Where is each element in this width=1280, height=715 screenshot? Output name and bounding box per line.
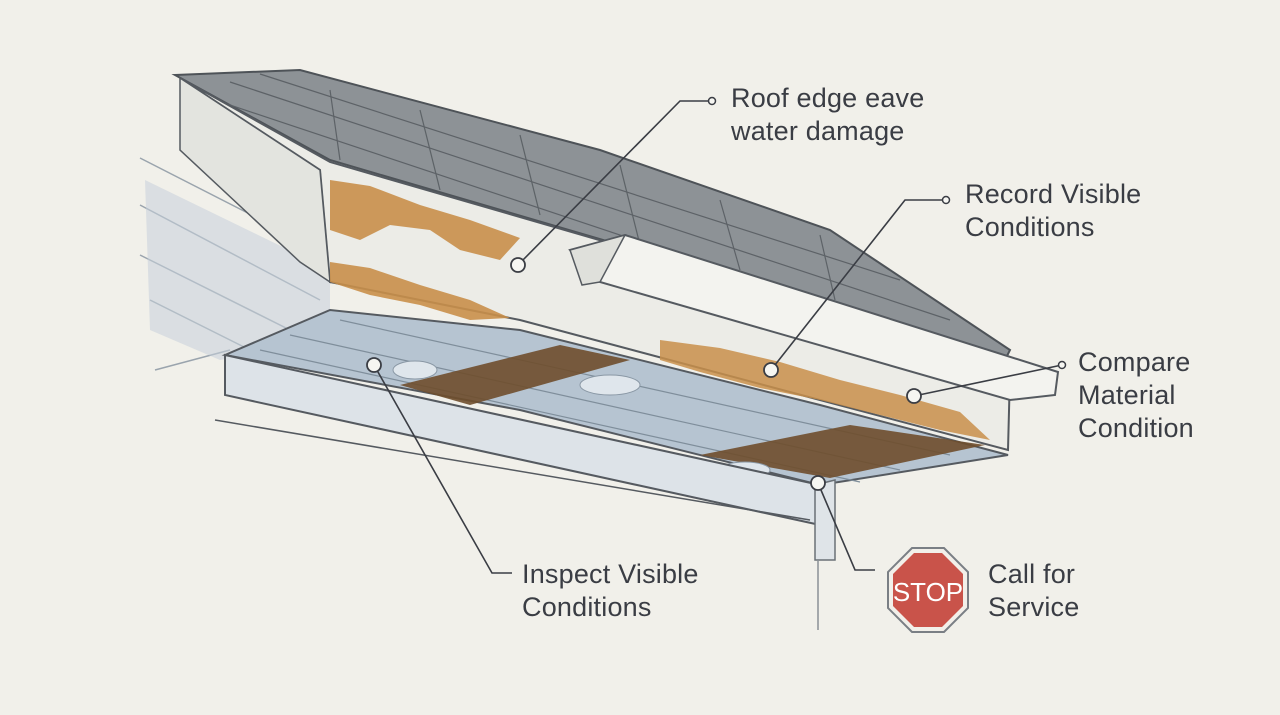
rot-patch-right [660, 340, 990, 440]
leader-lines [373, 100, 1063, 574]
callout-compare-line2: Material [1078, 380, 1176, 410]
callout-dots [366, 257, 922, 491]
callout-roof-edge-line1: Roof edge eave [731, 83, 925, 113]
downspout [814, 479, 836, 561]
callout-roof-edge-line2: water damage [731, 116, 905, 146]
callout-record-line1: Record Visible [965, 179, 1142, 209]
callout-call-line1: Call for [988, 559, 1076, 589]
callout-call-line2: Service [988, 592, 1080, 622]
callout-record-line2: Conditions [965, 212, 1095, 242]
wall-line [214, 419, 811, 521]
rot-patch-upper [330, 180, 520, 260]
callout-compare-line1: Compare [1078, 347, 1191, 377]
callout-inspect: Inspect Visible Conditions [522, 558, 699, 624]
callout-call: Call for Service [988, 558, 1079, 624]
gutter-end-cap [569, 233, 627, 286]
callout-inspect-line1: Inspect Visible [522, 559, 699, 589]
exposed-wood-1 [400, 345, 630, 405]
stop-sign-text: STOP [893, 577, 963, 607]
callout-compare: Compare Material Condition [1078, 346, 1194, 445]
callout-roof-edge: Roof edge eave water damage [731, 82, 924, 148]
rot-patch-lower [330, 262, 510, 320]
stop-sign-icon: STOP [887, 547, 969, 633]
wall-shadow [145, 180, 330, 360]
callout-inspect-line2: Conditions [522, 592, 652, 622]
callout-record: Record Visible Conditions [965, 178, 1141, 244]
leader-end-dots [707, 96, 1067, 370]
exposed-wood-2 [700, 425, 985, 478]
fascia-end [179, 76, 331, 284]
callout-compare-line3: Condition [1078, 413, 1194, 443]
